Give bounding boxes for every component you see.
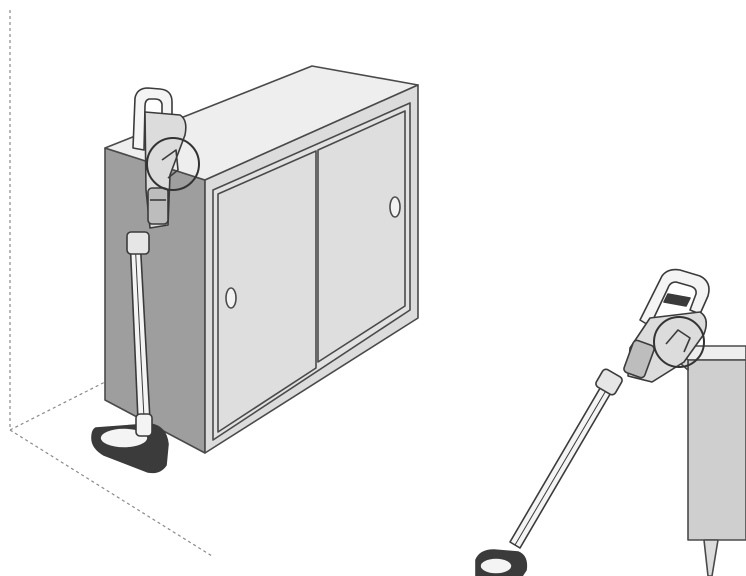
vacuum-left-dust-cup xyxy=(148,188,168,224)
side-table xyxy=(672,346,746,576)
floor-back-line xyxy=(10,382,105,430)
table-leg xyxy=(704,540,718,576)
vacuum-left-joint xyxy=(127,232,149,254)
vacuum-right-grip xyxy=(664,294,690,306)
vacuum-left-neck xyxy=(136,414,152,436)
left-door-handle xyxy=(226,288,236,308)
vacuum-right xyxy=(476,270,709,576)
table-body xyxy=(688,360,746,540)
vacuum-right-wand-stripe xyxy=(515,382,611,545)
right-door-handle xyxy=(390,197,400,217)
vacuum-right-roller xyxy=(480,558,512,574)
